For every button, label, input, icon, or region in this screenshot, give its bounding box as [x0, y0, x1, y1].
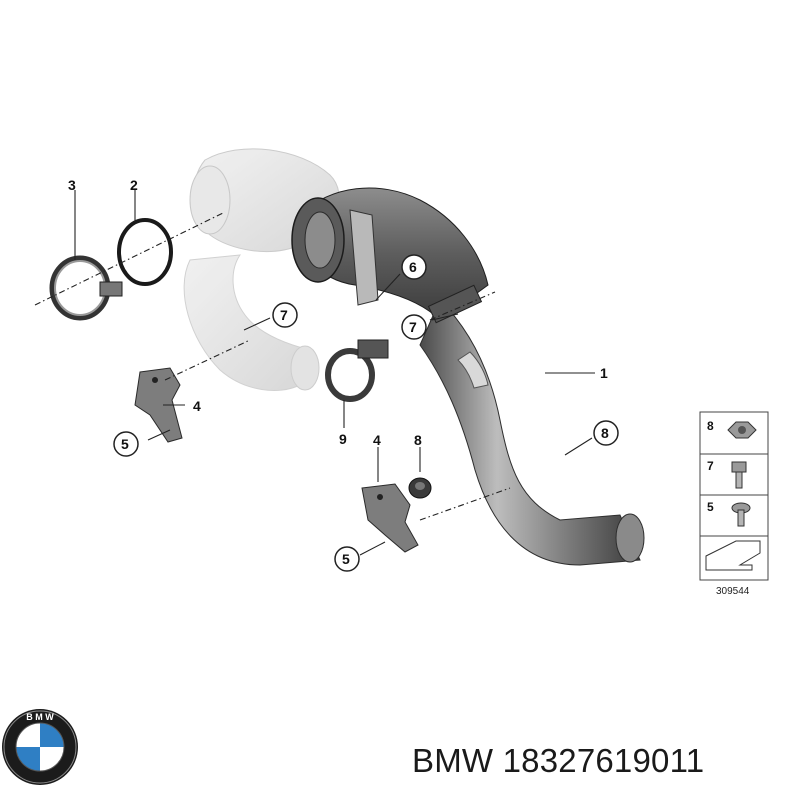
callout-part-5-left: 5 — [113, 431, 139, 457]
svg-text:4: 4 — [193, 398, 201, 414]
screw-icon — [731, 502, 751, 527]
callout-part-1: 1 — [600, 365, 608, 381]
clamp-part-3 — [49, 255, 123, 321]
callout-part-3: 3 — [68, 177, 76, 193]
bracket-part-4-left — [134, 367, 183, 443]
callout-part-4-right: 4 — [373, 432, 381, 448]
leader-lines — [74, 190, 595, 556]
assembly-lines — [34, 211, 511, 521]
callout-part-8-lower: 8 — [593, 420, 619, 446]
svg-text:7: 7 — [409, 319, 417, 335]
svg-text:2: 2 — [130, 177, 138, 193]
arrow-icon — [705, 540, 761, 571]
svg-text:1: 1 — [600, 365, 608, 381]
legend-label-8: 8 — [707, 419, 714, 433]
diagram-reference: 309544 — [716, 586, 750, 597]
callout-part-2: 2 — [130, 177, 138, 193]
callout-part-8-upper: 7 — [272, 302, 298, 328]
svg-text:6: 6 — [409, 259, 417, 275]
gasket-part-2 — [117, 218, 173, 286]
bolt-icon — [731, 461, 747, 489]
svg-text:5: 5 — [121, 436, 129, 452]
part-number-caption: BMW 18327619011 — [412, 742, 705, 779]
svg-text:5: 5 — [342, 551, 350, 567]
callout-part-5-right: 5 — [334, 546, 360, 572]
callout-part-7-lower: 7 — [401, 314, 427, 340]
callout-part-9: 9 — [339, 431, 347, 447]
legend-label-7: 7 — [707, 459, 714, 473]
callout-part-7-upper: 6 — [401, 254, 427, 280]
svg-text:7: 7 — [280, 307, 288, 323]
svg-text:B M W: B M W — [26, 712, 54, 722]
bracket-part-4-right — [361, 483, 419, 553]
svg-text:8: 8 — [414, 432, 422, 448]
callout-part-6: 8 — [414, 432, 422, 448]
bmw-logo: B M W — [2, 709, 78, 785]
callout-part-4-left: 4 — [193, 398, 201, 414]
svg-text:8: 8 — [601, 425, 609, 441]
legend-label-5: 5 — [707, 500, 714, 514]
hardware-legend: 8 7 5 309544 — [699, 411, 769, 597]
nut-icon — [727, 421, 757, 439]
svg-text:4: 4 — [373, 432, 381, 448]
svg-text:9: 9 — [339, 431, 347, 447]
rubber-mount-part-6 — [408, 477, 432, 499]
clamp-part-9 — [325, 339, 389, 402]
catalytic-downpipe — [291, 187, 645, 566]
svg-text:3: 3 — [68, 177, 76, 193]
